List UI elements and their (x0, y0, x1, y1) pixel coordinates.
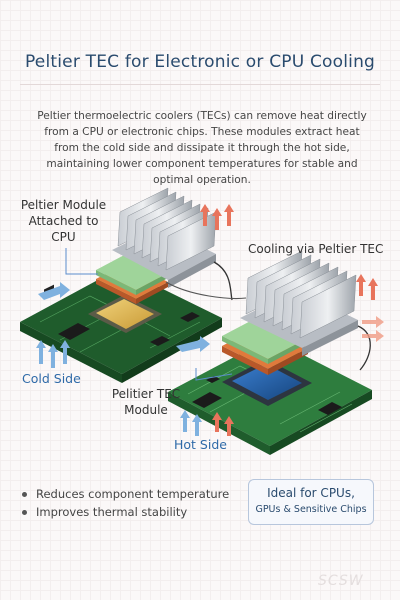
watermark: SCSW (318, 573, 364, 589)
title-divider (20, 84, 380, 85)
peltier-module-label: Peltier Module Attached to CPU (16, 197, 111, 245)
callout-line1: Ideal for CPUs, (267, 486, 355, 500)
list-item: Reduces component temperature (22, 484, 229, 504)
left-cpu-chip (88, 295, 162, 333)
bullet-text: Improves thermal stability (36, 505, 188, 519)
right-heatsink (240, 250, 358, 356)
left-heatsink (112, 187, 217, 288)
cold-air-arrows-left (36, 340, 70, 368)
left-peltier-module (96, 253, 168, 304)
left-wire (213, 261, 233, 301)
cooling-label: Cooling via Peltier TEC (248, 242, 384, 256)
hot-side-arrows (212, 412, 234, 436)
cold-flow-arrow-right (176, 336, 210, 352)
cold-flow-arrow-left (38, 282, 70, 300)
use-case-callout: Ideal for CPUs, GPUs & Sensitive Chips (248, 479, 374, 525)
right-cpu-chip (222, 359, 312, 406)
module-label-line2: Attached to (28, 214, 99, 228)
bullet-icon (22, 509, 27, 515)
right-wire (357, 325, 371, 371)
intro-paragraph: Peltier thermoelectric coolers (TECs) ca… (37, 110, 367, 186)
tec-module-label: Pelitier TEC Module (100, 386, 192, 418)
link-wire (165, 281, 247, 299)
cold-side-label: Cold Side (22, 371, 81, 386)
callout-line2: GPUs & Sensitive Chips (255, 504, 367, 515)
hot-side-label: Hot Side (174, 437, 227, 452)
bullet-text: Reduces component temperature (36, 487, 230, 501)
bullet-icon (22, 491, 27, 497)
benefit-list: Reduces component temperature Improves t… (22, 484, 229, 520)
module-label-line1: Peltier Module (20, 198, 107, 212)
tec-label-line1: Pelitier TEC (111, 387, 181, 401)
module-pointer-line (65, 248, 98, 275)
hot-air-arrows-side (362, 316, 384, 342)
tec-pointer-line (195, 368, 233, 381)
hot-air-arrows-left (200, 204, 234, 230)
list-item: Improves thermal stability (22, 502, 229, 522)
page-title: Peltier TEC for Electronic or CPU Coolin… (24, 52, 376, 72)
hot-air-arrows-right (356, 274, 378, 300)
tec-label-line2: Module (124, 403, 168, 417)
module-label-line3: CPU (51, 230, 76, 244)
cold-side-arrows-bottom (180, 410, 202, 436)
